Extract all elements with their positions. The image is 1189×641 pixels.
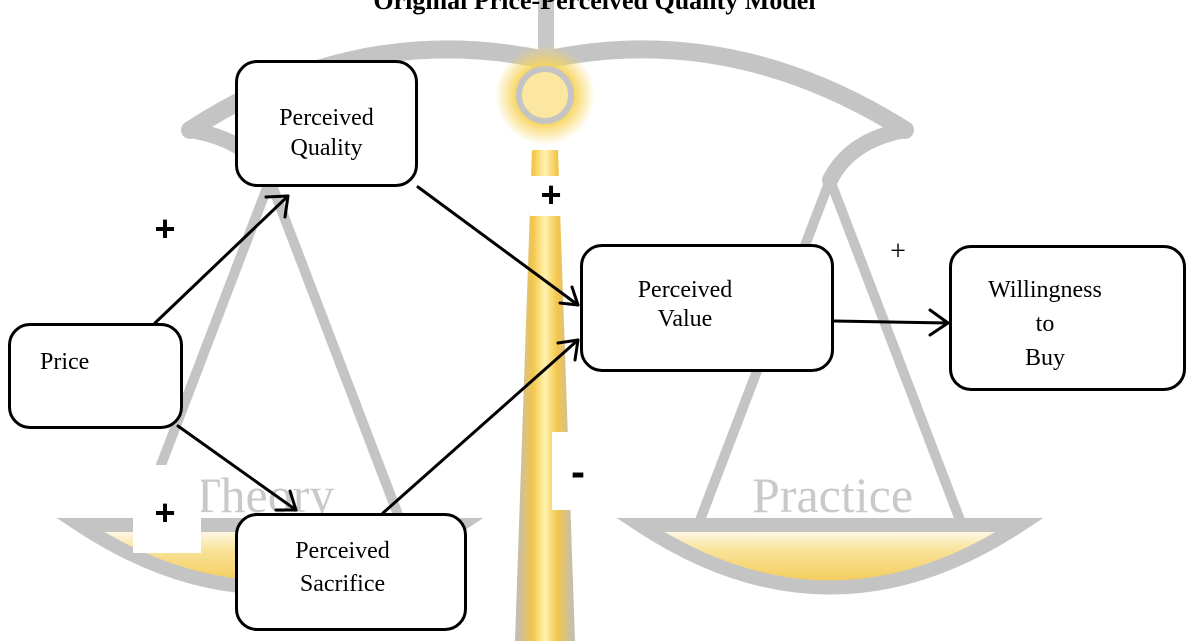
- node-perceived-sacrifice-line1: Perceived: [295, 538, 390, 564]
- sign-bg-quality-to-value: [530, 176, 572, 216]
- sign-quality-to-value: +: [540, 174, 562, 215]
- node-price: [8, 323, 183, 429]
- node-perceived-quality-line2: Quality: [290, 135, 363, 161]
- sign-price-to-sacrifice: +: [154, 492, 176, 533]
- sign-value-to-willingness: +: [890, 236, 906, 267]
- node-perceived-sacrifice-line2: Sacrifice: [299, 571, 386, 597]
- sign-bg-sacrifice-to-value: [552, 432, 610, 510]
- arrow-price-to-sacrifice: [176, 424, 298, 512]
- node-perceived-value-line1: Perceived: [637, 277, 733, 303]
- node-willingness-line1: Willingness: [988, 277, 1102, 303]
- arrow-value-to-willingness: [832, 308, 950, 337]
- node-perceived-value: [580, 244, 834, 372]
- sign-price-to-quality: +: [154, 208, 176, 249]
- node-perceived-quality-line1: Perceived: [279, 105, 374, 131]
- node-willingness-to-buy: [949, 245, 1186, 391]
- node-perceived-value-line2: Value: [657, 306, 713, 332]
- node-willingness-line3: Buy: [1024, 345, 1065, 371]
- node-perceived-quality: [235, 60, 418, 187]
- arrow-price-to-quality: [153, 194, 290, 325]
- sign-bg-price-to-sacrifice: [133, 465, 201, 553]
- watermark-practice: Practice: [752, 467, 914, 523]
- node-perceived-sacrifice: [235, 513, 467, 631]
- sign-sacrifice-to-value: -: [571, 448, 585, 495]
- node-willingness-line2: to: [1035, 311, 1055, 337]
- arrow-sacrifice-to-value: [381, 338, 580, 515]
- node-price-label: Price: [40, 349, 90, 375]
- arrow-quality-to-value: [416, 185, 580, 307]
- diagram-title: Original Price-Perceived Quality Model: [373, 0, 816, 15]
